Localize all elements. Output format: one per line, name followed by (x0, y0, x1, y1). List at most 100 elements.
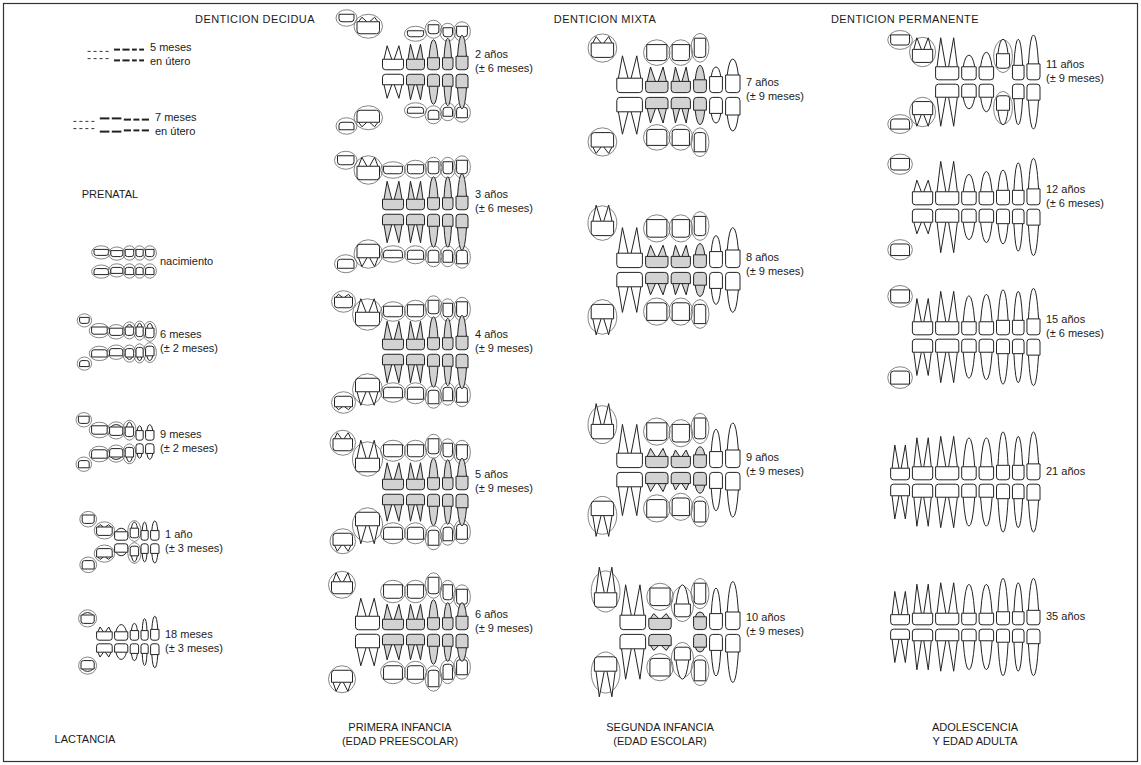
tooth-crypt (92, 265, 111, 278)
tooth-crypt (691, 212, 709, 241)
tooth-crown (383, 74, 404, 85)
tooth-root (695, 485, 705, 493)
tooth-germ-crown (407, 387, 423, 399)
tooth-germ-root (333, 682, 351, 691)
tooth-germ-root (914, 115, 931, 127)
tooth-germ-root (593, 37, 612, 43)
tooth-crown (671, 81, 690, 92)
tooth-crown (443, 618, 454, 630)
tooth-crown (456, 56, 468, 70)
tooth-crypt (404, 26, 426, 41)
tooth-germ-crown (356, 458, 380, 472)
tooth-crypt (591, 652, 620, 693)
dentition-stage (588, 205, 740, 335)
tooth-crown (694, 455, 707, 468)
tooth-crown (694, 255, 707, 268)
tooth-crown (646, 472, 668, 483)
tooth-germ-crown (891, 244, 910, 256)
age-label: 8 años (± 9 meses) (746, 251, 804, 279)
teeth-group (73, 10, 1040, 697)
tooth-root (1028, 225, 1038, 255)
tooth-root (1014, 99, 1023, 125)
age-label: 6 años (± 9 meses) (475, 608, 533, 636)
tooth-crypt (888, 31, 913, 50)
tooth-crown (146, 444, 154, 454)
tooth-germ-crown (694, 660, 706, 681)
tooth-germ-crown (357, 22, 380, 34)
tooth-germ-crown (125, 327, 133, 335)
tooth-root (98, 627, 111, 632)
tooth-root (695, 65, 705, 79)
tooth-bud (132, 49, 137, 51)
tooth-germ-crown (443, 527, 452, 541)
tooth-crown (962, 339, 977, 352)
tooth-crypt (425, 666, 442, 692)
tooth-germ-crown (594, 593, 616, 607)
tooth-crypt (691, 33, 709, 62)
tooth-root (408, 181, 423, 199)
tooth-germ-crown (407, 305, 423, 317)
tooth-crypt (89, 422, 109, 438)
tooth-crown (646, 256, 668, 267)
tooth-germ-root (131, 556, 137, 562)
tooth-germ-crown (443, 585, 452, 600)
tooth-germ-crown (82, 515, 94, 523)
tooth-crypt (440, 660, 455, 684)
tooth-crown (97, 644, 113, 652)
section-heading: DENTICION PERMANENTE (831, 13, 979, 27)
tooth-root (384, 505, 402, 522)
tooth-root (963, 352, 975, 378)
tooth-crypt (888, 367, 913, 389)
tooth-crypt (669, 125, 693, 151)
tooth-germ-crown (407, 250, 423, 259)
tooth-crown (141, 644, 148, 654)
tooth-germ-crown (428, 439, 439, 454)
tooth-root (695, 612, 705, 617)
tooth-germ-crown (428, 577, 439, 594)
tooth-root (444, 177, 452, 198)
tooth-crown (997, 484, 1010, 499)
tooth-root (1028, 578, 1038, 610)
tooth-crypt (354, 106, 383, 130)
tooth-germ-crown (997, 96, 1010, 111)
dentition-stage (79, 610, 159, 674)
tooth-crown (141, 631, 148, 641)
tooth-crypt (404, 246, 426, 264)
tooth-crown (1027, 64, 1040, 80)
tooth-crown (443, 198, 454, 210)
stage-label: PRENATAL (82, 188, 138, 202)
age-label: 6 meses (± 2 meses) (160, 328, 218, 356)
tooth-crown (726, 272, 740, 290)
tooth-crown (1012, 465, 1024, 480)
tooth-root (647, 448, 666, 456)
tooth-crown (979, 484, 994, 497)
tooth-germ-crown (428, 390, 439, 404)
tooth-germ-crown (92, 450, 108, 458)
age-label: 2 años (± 6 meses) (475, 48, 533, 76)
tooth-root (1014, 354, 1023, 383)
tooth-root (1014, 291, 1023, 320)
tooth-root (647, 484, 666, 492)
tooth-root (727, 115, 738, 131)
tooth-root (147, 453, 153, 459)
tooth-crown (962, 322, 977, 335)
tooth-crown (383, 59, 404, 70)
tooth-crown (710, 272, 723, 288)
tooth-root (673, 245, 689, 256)
tooth-root (152, 616, 158, 629)
tooth-crown (136, 431, 143, 441)
tooth-crown (428, 634, 440, 646)
tooth-germ-crown (694, 216, 706, 235)
tooth-root (384, 225, 402, 243)
tooth-crypt (335, 255, 358, 273)
dentition-stage (588, 404, 740, 537)
tooth-germ-crown (125, 267, 133, 274)
tooth-crown (936, 67, 959, 80)
tooth-bud (139, 49, 144, 51)
age-label: 21 años (1046, 465, 1085, 479)
tooth-crypt (440, 246, 455, 267)
tooth-root (1028, 100, 1038, 129)
tooth-crown (456, 336, 468, 350)
tooth-bud (132, 59, 137, 61)
tooth-root (937, 291, 957, 321)
